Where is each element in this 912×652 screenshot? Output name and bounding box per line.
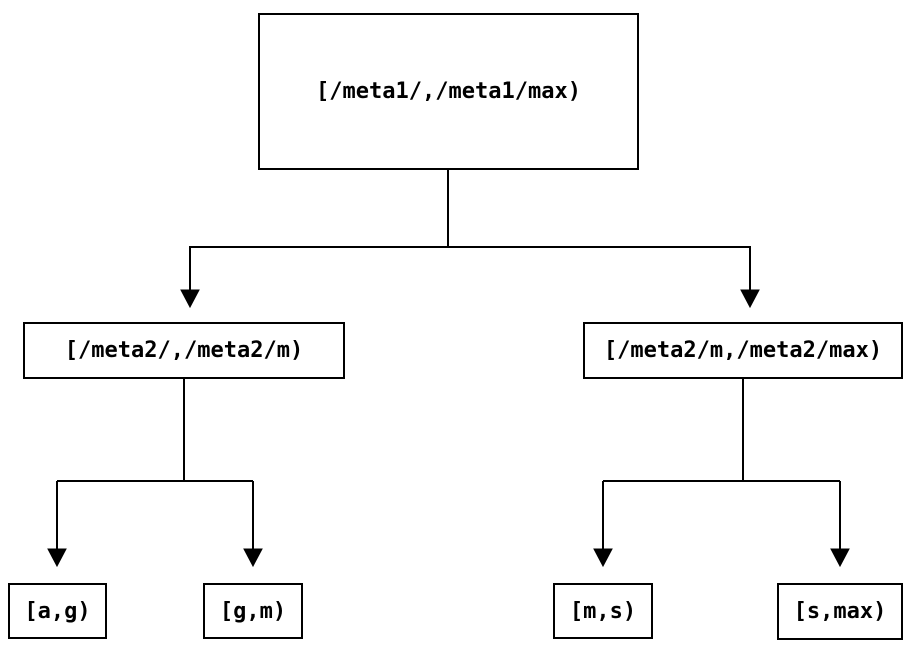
edge-left-subtree	[47, 379, 263, 568]
edge-right-subtree	[593, 379, 850, 568]
node-root-label: [/meta1/,/meta1/max)	[316, 79, 581, 104]
node-leaf-ag: [a,g)	[8, 583, 107, 639]
node-leaf-ms: [m,s)	[553, 583, 653, 639]
node-right-child: [/meta2/m,/meta2/max)	[583, 322, 903, 379]
node-left-child: [/meta2/,/meta2/m)	[23, 322, 345, 379]
node-leaf-ms-label: [m,s)	[569, 598, 637, 624]
node-leaf-smax: [s,max)	[777, 583, 903, 640]
arrowhead-right-child-icon	[740, 289, 760, 309]
arrowhead-leaf-gm-icon	[243, 548, 263, 568]
arrowhead-leaf-ag-icon	[47, 548, 67, 568]
edge-root-to-children	[180, 170, 760, 309]
arrowhead-leaf-smax-icon	[830, 548, 850, 568]
node-leaf-gm-label: [g,m)	[219, 598, 287, 624]
node-root: [/meta1/,/meta1/max)	[258, 13, 639, 170]
arrowhead-leaf-ms-icon	[593, 548, 613, 568]
node-leaf-ag-label: [a,g)	[24, 598, 91, 624]
node-left-child-label: [/meta2/,/meta2/m)	[64, 338, 304, 363]
node-right-child-label: [/meta2/m,/meta2/max)	[603, 338, 883, 363]
arrowhead-left-child-icon	[180, 289, 200, 309]
node-leaf-gm: [g,m)	[203, 583, 303, 639]
node-leaf-smax-label: [s,max)	[793, 599, 887, 624]
